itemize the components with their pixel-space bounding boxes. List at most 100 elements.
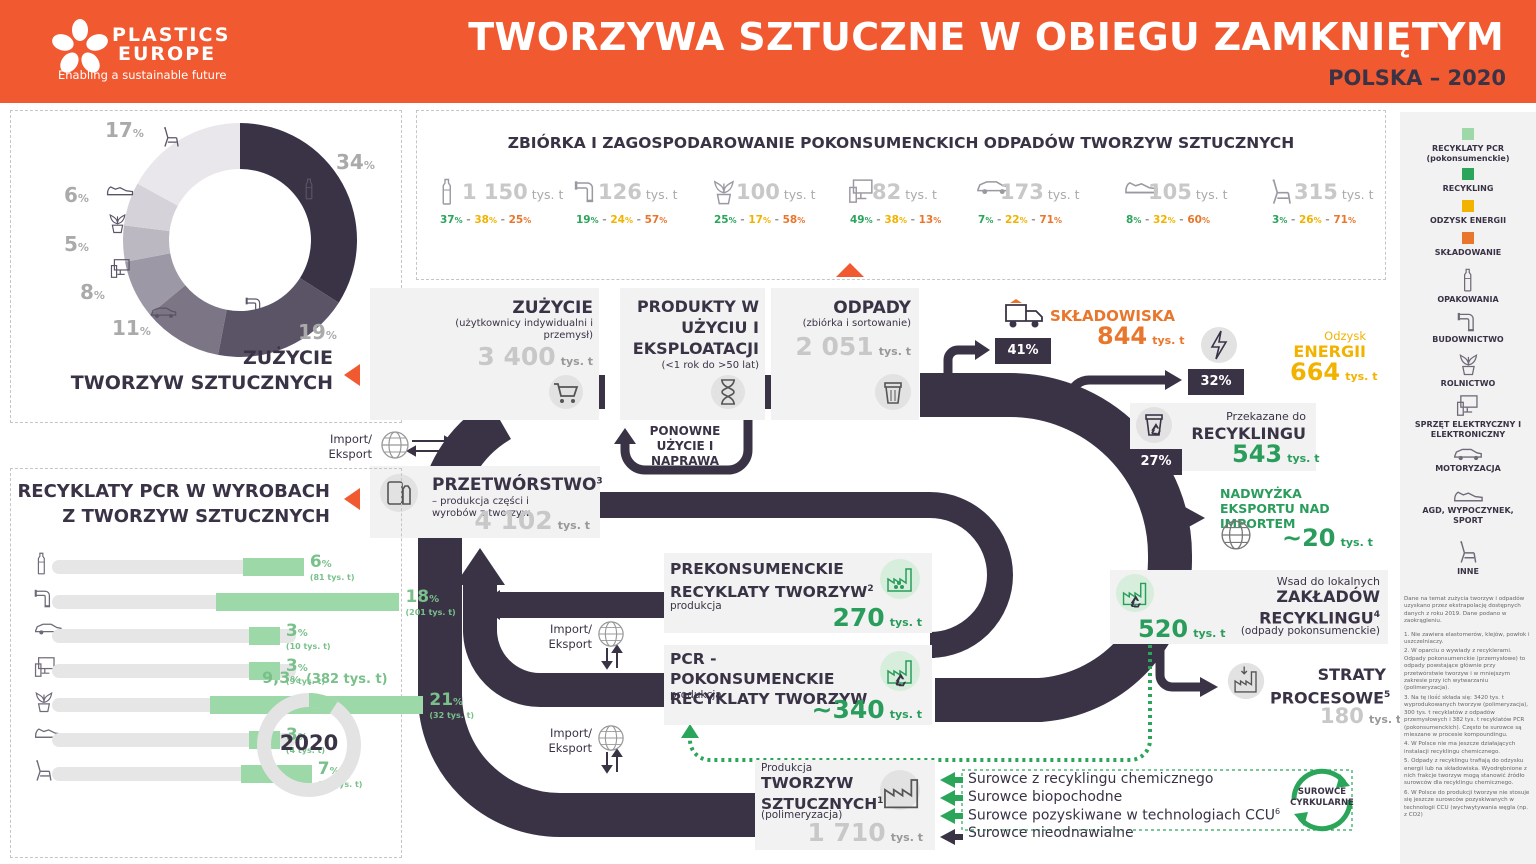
waste-share-separator: - (906, 214, 919, 226)
waste-share-landfill: 71 (1039, 214, 1054, 226)
waste-box-subtitle: (zbiórka i sortowanie) (802, 318, 911, 329)
donut-label-value: 34 (336, 150, 364, 174)
process-losses-unit: tys. t (1368, 713, 1402, 726)
preconsumer-footnote-ref: 2 (867, 584, 874, 594)
local-recycling-title-text: ZAKŁADÓW RECYKLINGU (1259, 587, 1380, 628)
local-recycling-title: ZAKŁADÓW RECYKLINGU4 (1230, 587, 1380, 627)
raw-material-source-label: Surowce pozyskiwane w technologiach CCU (968, 807, 1275, 824)
local-recycling-unit: tys. t (1193, 627, 1226, 640)
pcr-total-amount: (382 tys. t) (305, 672, 388, 687)
energy-prefix: Odzysk (1324, 329, 1366, 343)
legend-category-item: SPRZĘT ELEKTRYCZNY I ELEKTRONICZNY (1400, 394, 1536, 440)
pcr-products-title-line2: Z TWORZYW SZTUCZNYCH (62, 506, 330, 527)
consumption-panel (10, 110, 402, 423)
ccu-footnote-ref: 6 (1274, 807, 1281, 816)
plastics-production-value: 1 710 (807, 818, 886, 847)
chair-icon (34, 759, 54, 782)
footnote-item: 5. Odpady z recyklingu trafiają do odzys… (1404, 758, 1527, 787)
footnote-list: 1. Nie zawiera elastomerów, klejów, powł… (1404, 632, 1532, 820)
preconsumer-recyclates-box: PREKONSUMENCKIE RECYKLATY TWORZYW2 produ… (664, 553, 932, 633)
donut-label: 34% (336, 150, 375, 174)
process-losses-value-row: 180 tys. t (1320, 704, 1401, 728)
waste-share-recycling: 19 (576, 214, 591, 226)
hourglass-icon (711, 375, 745, 409)
pcr-products-panel (10, 468, 402, 858)
footnote-item: 2. W oparciu o wywiady z recyklerami. Od… (1404, 648, 1526, 692)
waste-item-value: 1 150 (462, 180, 528, 204)
donut-label-unit: % (139, 325, 151, 338)
legend-category-label: BUDOWNICTWO (1432, 335, 1504, 344)
energy-value: 664 (1290, 358, 1341, 386)
consumption-box-subtitle: (użytkownicy indywidualni i przemysł) (455, 318, 593, 341)
donut-segment (123, 183, 178, 232)
energy-percent-box: 32% (1188, 369, 1244, 395)
preconsumer-unit: tys. t (889, 616, 922, 629)
preconsumer-recyclates-title: PREKONSUMENCKIE RECYKLATY TWORZYW2 (670, 559, 875, 602)
products-in-use-title: PRODUKTY W UŻYCIU I EKSPLOATACJI (632, 297, 759, 358)
shoe-icon (1453, 488, 1484, 503)
waste-item-unit: tys. t (641, 187, 678, 202)
products-in-use-box: PRODUKTY W UŻYCIU I EKSPLOATACJI (<1 rok… (620, 288, 765, 420)
flow-inner-loop (600, 492, 1013, 658)
reuse-repair-label: PONOWNE UŻYCIE I NAPRAWA (649, 424, 721, 468)
pcr-products-pointer-icon (344, 488, 360, 510)
import-export-label-2: Import/ Eksport (548, 622, 593, 651)
waste-box-value: 2 051 (795, 332, 874, 361)
donut-label-value: 17 (105, 118, 133, 142)
circular-sources-badge-line2: CYRKULARNE (1290, 798, 1354, 808)
legend-color-label: RECYKLATY PCR (pokonsumenckie) (1426, 144, 1510, 163)
postconsumer-subtitle: produkcja (670, 689, 722, 701)
trash-bin-icon (875, 374, 911, 410)
donut-label-value: 6 (64, 183, 78, 207)
waste-item-unit: tys. t (1191, 187, 1228, 202)
pcr-row-pct: 18 (405, 586, 430, 607)
recycling-factory-icon (1115, 573, 1155, 613)
legend-color-item: SKŁADOWANIE (1400, 232, 1536, 258)
waste-share-unit: % (1279, 216, 1288, 225)
local-recycling-prefix: Wsad do lokalnych (1276, 575, 1380, 588)
waste-item-value-row: 173 tys. t (1000, 180, 1079, 204)
products-in-use-subtitle: (<1 rok do >50 lat) (661, 360, 759, 371)
pcr-row-unit: % (453, 697, 464, 708)
consumption-box-title: ZUŻYCIE (512, 298, 593, 318)
page-subtitle: POLSKA – 2020 (1328, 66, 1506, 90)
pcr-row-track (52, 732, 296, 747)
pcr-row-unit: % (329, 766, 340, 777)
legend-swatch (1462, 128, 1474, 140)
flow-losses-arrowhead-icon (1200, 677, 1218, 697)
postconsumer-recyclates-title: PCR - POKONSUMENCKIE RECYKLATY TWORZYW (670, 650, 868, 708)
pcr-row-pct: 21 (429, 690, 454, 710)
recycling-value-row: 543 tys. t (1232, 440, 1319, 468)
waste-share-recycling: 25 (714, 214, 729, 226)
export-value: ~20 (1282, 524, 1336, 552)
bottle-icon (1460, 268, 1475, 292)
legend-category-label: SPRZĘT ELEKTRYCZNY I ELEKTRONICZNY (1414, 420, 1522, 440)
waste-share-separator: - (1287, 214, 1299, 226)
products-bottle-icon (380, 474, 418, 512)
legend-category-label: MOTORYZACJA (1435, 464, 1501, 474)
waste-share-unit: % (864, 216, 873, 225)
logo-name-line1: PLASTICS (112, 24, 231, 46)
waste-item-value: 100 (736, 180, 780, 204)
pcr-row-label: 21%(32 tys. t) (429, 690, 474, 721)
factory-losses-icon (1227, 662, 1265, 700)
recycling-factory-icon (880, 651, 920, 691)
pcr-row-track (52, 629, 296, 643)
waste-share-unit: % (624, 216, 633, 225)
consumption-title-line1: ZUŻYCIE (242, 347, 333, 369)
waste-share-energy: 22 (1005, 214, 1020, 226)
raw-material-source-label: Surowce nieodnawialne (968, 825, 1134, 841)
waste-item-value-row: 126 tys. t (598, 180, 677, 204)
processing-unit: tys. t (557, 519, 590, 532)
preconsumer-title-text: PREKONSUMENCKIE RECYKLATY TWORZYW (670, 560, 868, 602)
factory-icon (880, 770, 920, 810)
landfill-unit: tys. t (1152, 334, 1185, 347)
waste-share-unit: % (1347, 216, 1356, 225)
export-value-row: ~20 tys. t (1282, 524, 1373, 552)
consumption-box-value-row: 3 400 tys. t (477, 342, 593, 371)
legend-category-item: BUDOWNICTWO (1400, 310, 1536, 345)
waste-share-unit: % (523, 216, 532, 225)
waste-item-shares: 49% - 38% - 13% (850, 214, 941, 226)
processing-box: PRZETWÓRSTWO3 – produkcja części i wyrob… (370, 466, 603, 538)
legend-color-item: ODZYSK ENERGII (1400, 200, 1536, 226)
